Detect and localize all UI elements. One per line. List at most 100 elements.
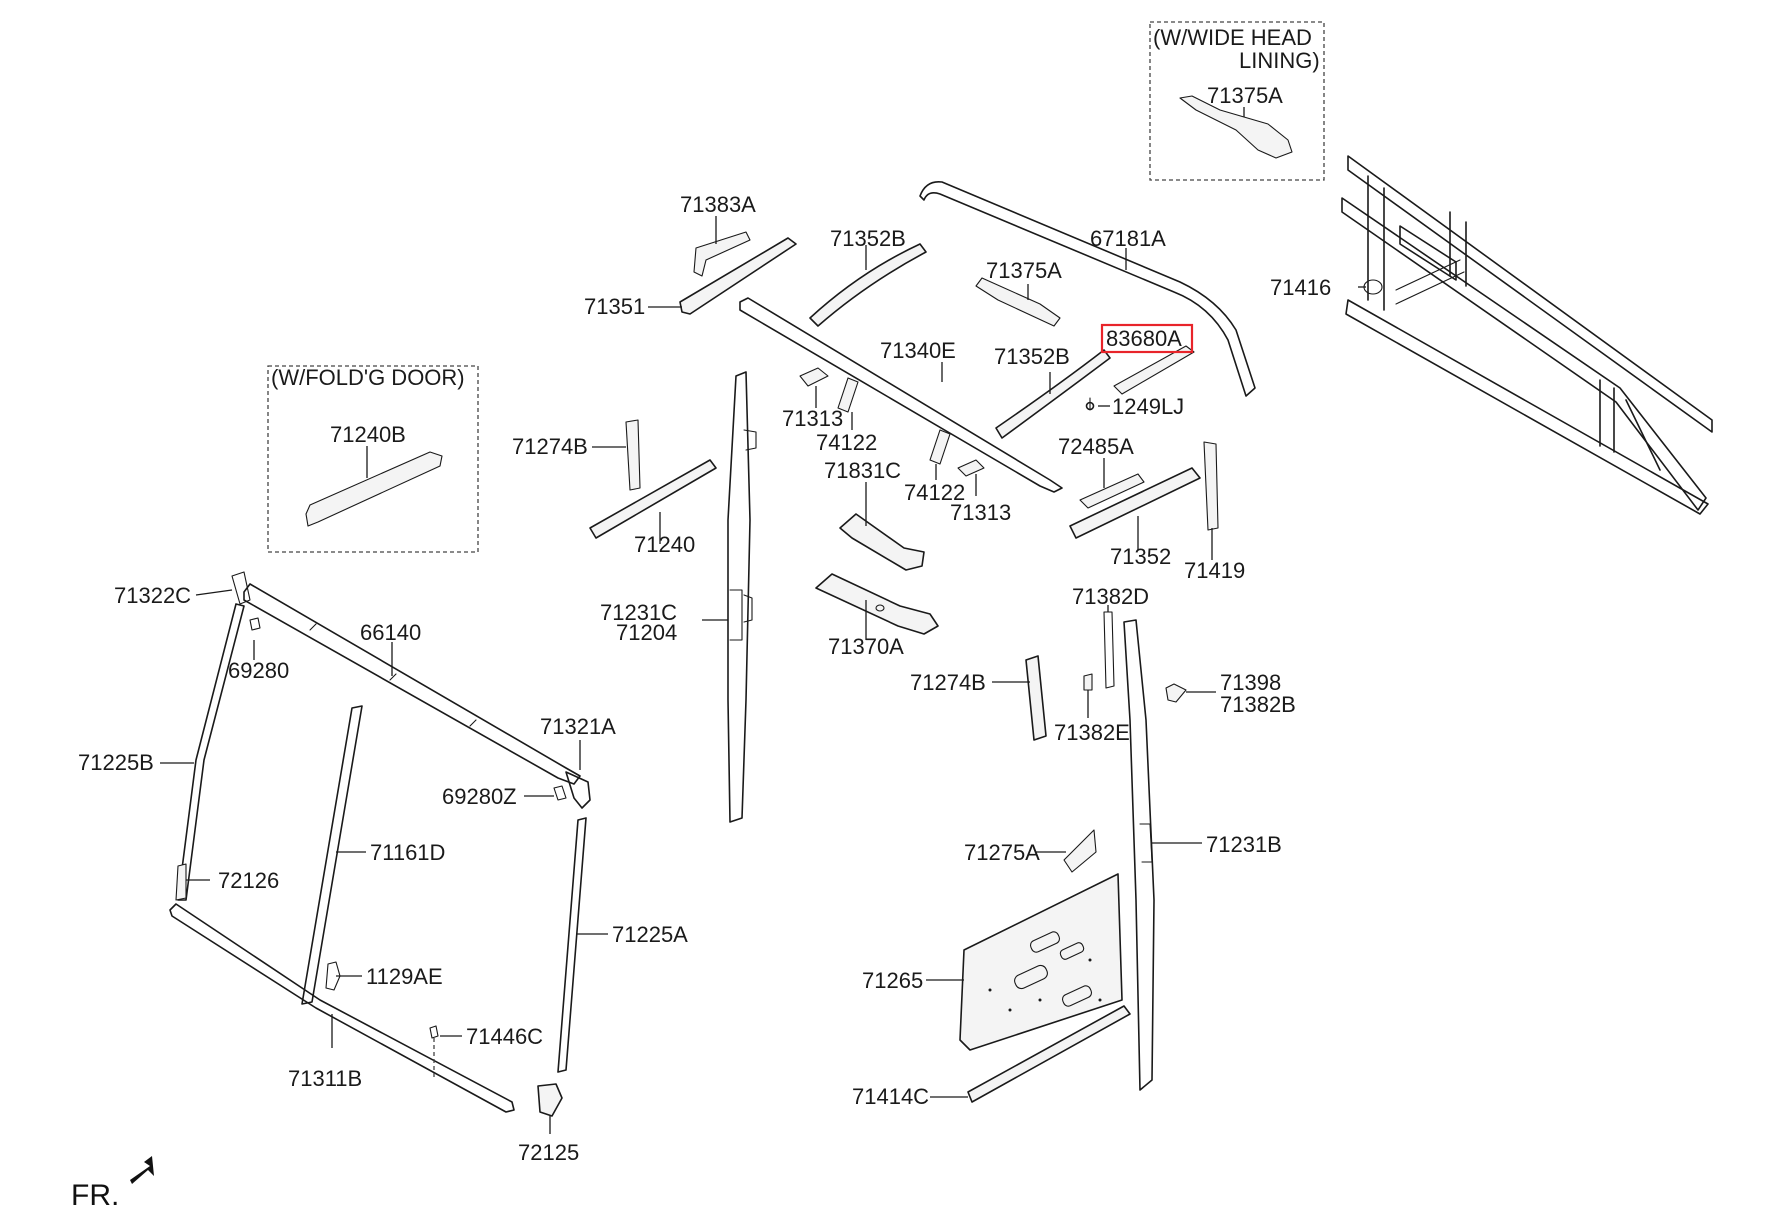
part-71419[interactable] bbox=[1203, 441, 1219, 531]
label-71382E[interactable]: 71382E bbox=[1054, 720, 1130, 745]
part-71382D[interactable] bbox=[1103, 611, 1115, 689]
part-71275A[interactable] bbox=[1063, 829, 1097, 873]
part-71225B[interactable] bbox=[177, 603, 245, 901]
part-74122-b[interactable] bbox=[929, 429, 951, 465]
label-71161D[interactable]: 71161D bbox=[370, 840, 445, 865]
label-71831C[interactable]: 71831C bbox=[824, 458, 901, 483]
label-72125[interactable]: 72125 bbox=[518, 1140, 579, 1165]
label-71351[interactable]: 71351 bbox=[584, 294, 645, 319]
part-71321A[interactable] bbox=[565, 771, 591, 809]
label-71446C[interactable]: 71446C bbox=[466, 1024, 543, 1049]
label-71265[interactable]: 71265 bbox=[862, 968, 923, 993]
label-71414C[interactable]: 71414C bbox=[852, 1084, 929, 1109]
label-71382B[interactable]: 71382B bbox=[1220, 692, 1296, 717]
highlight-83680A bbox=[1100, 323, 1194, 354]
part-71370A[interactable] bbox=[815, 573, 939, 635]
part-71240[interactable] bbox=[589, 459, 717, 539]
label-74122-b[interactable]: 74122 bbox=[904, 480, 965, 505]
part-71398[interactable] bbox=[1165, 683, 1187, 703]
part-71375A[interactable] bbox=[975, 277, 1061, 327]
callout-labels: 71383A 71352B 67181A 71375A 71416 71351 … bbox=[78, 192, 1331, 1165]
front-arrow-icon bbox=[130, 1156, 154, 1184]
part-71274B-b[interactable] bbox=[1025, 655, 1047, 741]
label-71322C[interactable]: 71322C bbox=[114, 583, 191, 608]
label-71311B[interactable]: 71311B bbox=[288, 1066, 362, 1091]
part-71382E[interactable] bbox=[1083, 673, 1093, 691]
wide-head-lining-box: (W/WIDE HEAD LINING) 71375A bbox=[1149, 21, 1325, 181]
part-71322C[interactable] bbox=[231, 571, 251, 605]
label-71419[interactable]: 71419 bbox=[1184, 558, 1245, 583]
label-71274B-a[interactable]: 71274B bbox=[512, 434, 588, 459]
part-71414C[interactable] bbox=[967, 1005, 1131, 1103]
part-71240B[interactable] bbox=[305, 451, 443, 527]
label-66140[interactable]: 66140 bbox=[360, 620, 421, 645]
part-71231B[interactable] bbox=[1123, 619, 1155, 1091]
part-1129AE[interactable] bbox=[325, 961, 341, 991]
part-71383A[interactable] bbox=[693, 231, 751, 277]
part-71416-frame[interactable] bbox=[1341, 155, 1713, 515]
label-67181A[interactable]: 67181A bbox=[1090, 226, 1166, 251]
label-71225B[interactable]: 71225B bbox=[78, 750, 154, 775]
label-69280[interactable]: 69280 bbox=[228, 658, 289, 683]
part-83680A[interactable] bbox=[1113, 345, 1195, 395]
label-1249LJ[interactable]: 1249LJ bbox=[1112, 394, 1184, 419]
part-72125[interactable] bbox=[537, 1083, 563, 1117]
label-71352B-b[interactable]: 71352B bbox=[994, 344, 1070, 369]
part-71351[interactable] bbox=[679, 237, 797, 315]
part-71352[interactable] bbox=[1069, 467, 1201, 539]
label-71240B[interactable]: 71240B bbox=[330, 422, 406, 447]
label-74122-a[interactable]: 74122 bbox=[816, 430, 877, 455]
label-72126[interactable]: 72126 bbox=[218, 868, 279, 893]
part-71265[interactable] bbox=[959, 873, 1123, 1051]
part-72485A[interactable] bbox=[1079, 473, 1145, 509]
label-71313-b[interactable]: 71313 bbox=[950, 500, 1011, 525]
label-71352B-a[interactable]: 71352B bbox=[830, 226, 906, 251]
folding-door-caption: (W/FOLD'G DOOR) bbox=[271, 365, 465, 390]
part-71446C[interactable] bbox=[429, 1025, 439, 1080]
label-83680A[interactable]: 83680A bbox=[1106, 326, 1182, 351]
label-71321A[interactable]: 71321A bbox=[540, 714, 616, 739]
label-71383A[interactable]: 71383A bbox=[680, 192, 756, 217]
part-74122-a[interactable] bbox=[837, 377, 859, 413]
label-71375A-top[interactable]: 71375A bbox=[1207, 83, 1283, 108]
part-71375A-wide[interactable] bbox=[1179, 95, 1293, 159]
part-71313-a[interactable] bbox=[799, 367, 829, 387]
label-71231C[interactable]: 71231C bbox=[600, 600, 677, 625]
folding-door-box: (W/FOLD'G DOOR) 71240B bbox=[267, 365, 479, 553]
part-71340E[interactable] bbox=[739, 297, 1063, 493]
part-71352B-a[interactable] bbox=[809, 243, 927, 327]
part-71416[interactable] bbox=[1363, 279, 1383, 295]
label-71375A[interactable]: 71375A bbox=[986, 258, 1062, 283]
part-71311B[interactable] bbox=[169, 903, 515, 1113]
label-71231B[interactable]: 71231B bbox=[1206, 832, 1282, 857]
label-71352[interactable]: 71352 bbox=[1110, 544, 1171, 569]
label-71382D[interactable]: 71382D bbox=[1072, 584, 1149, 609]
part-71352B-b[interactable] bbox=[995, 349, 1111, 439]
label-71274B-b[interactable]: 71274B bbox=[910, 670, 986, 695]
label-71204[interactable]: 71204 bbox=[616, 620, 677, 645]
front-direction-arrow: FR. bbox=[71, 1156, 154, 1211]
part-71161D[interactable] bbox=[301, 705, 363, 1005]
part-71831C[interactable] bbox=[839, 513, 925, 571]
part-71225A[interactable] bbox=[557, 817, 587, 1073]
label-71313-a[interactable]: 71313 bbox=[782, 406, 843, 431]
part-69280Z[interactable] bbox=[553, 785, 567, 801]
label-71240[interactable]: 71240 bbox=[634, 532, 695, 557]
part-69280[interactable] bbox=[249, 617, 261, 631]
label-72485A[interactable]: 72485A bbox=[1058, 434, 1134, 459]
part-1249LJ[interactable] bbox=[1085, 397, 1095, 411]
part-67181A[interactable] bbox=[919, 180, 1256, 397]
part-66140[interactable] bbox=[243, 583, 581, 785]
label-71275A[interactable]: 71275A bbox=[964, 840, 1040, 865]
label-1129AE[interactable]: 1129AE bbox=[366, 964, 443, 989]
label-71416[interactable]: 71416 bbox=[1270, 275, 1331, 300]
part-71313-b[interactable] bbox=[957, 459, 985, 477]
part-71231C[interactable] bbox=[727, 371, 757, 823]
part-72126[interactable] bbox=[175, 863, 187, 901]
part-71274B-a[interactable] bbox=[625, 419, 641, 491]
label-71370A[interactable]: 71370A bbox=[828, 634, 904, 659]
label-71398[interactable]: 71398 bbox=[1220, 670, 1281, 695]
label-71225A[interactable]: 71225A bbox=[612, 922, 688, 947]
label-71340E[interactable]: 71340E bbox=[880, 338, 956, 363]
label-69280Z[interactable]: 69280Z bbox=[442, 784, 517, 809]
